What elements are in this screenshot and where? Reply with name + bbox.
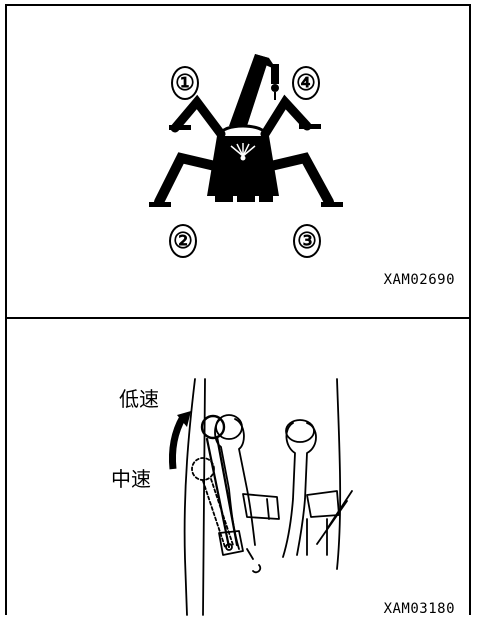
speed-lever-panel: 低速 中速 XAM03180 xyxy=(5,317,471,617)
outrigger-leg-3 xyxy=(266,152,334,207)
console-edge-inner xyxy=(202,378,206,616)
console-edge-left xyxy=(183,378,196,616)
outrigger-leg-2 xyxy=(154,152,220,207)
outrigger-number-3: ③ xyxy=(293,224,321,258)
direction-arrow xyxy=(169,411,191,470)
console-edge-right xyxy=(336,378,342,570)
main-lever-shaft xyxy=(205,437,231,549)
outrigger-number-1: ① xyxy=(171,66,199,100)
outrigger-number-2: ② xyxy=(169,224,197,258)
figure-code-top: XAM02690 xyxy=(383,272,455,288)
figure-code-bottom: XAM03180 xyxy=(383,601,455,617)
crane-body xyxy=(207,124,279,202)
lever-base xyxy=(242,493,280,520)
outrigger-leg-1 xyxy=(170,94,226,139)
lever-2 xyxy=(282,422,296,558)
outrigger-leg-4 xyxy=(260,94,312,139)
outrigger-number-4: ④ xyxy=(292,66,320,100)
crane-boom xyxy=(229,54,279,126)
outrigger-diagram-panel: ① ② ③ ④ XAM02690 xyxy=(5,4,471,319)
mid-speed-label: 中速 xyxy=(111,467,151,491)
low-speed-label: 低速 xyxy=(119,387,159,411)
crane-illustration xyxy=(149,54,343,207)
lever-pivot xyxy=(218,530,244,556)
lever-illustration xyxy=(169,378,353,616)
main-lever-knob-mid xyxy=(191,457,215,481)
main-lever-knob-low xyxy=(200,414,226,440)
